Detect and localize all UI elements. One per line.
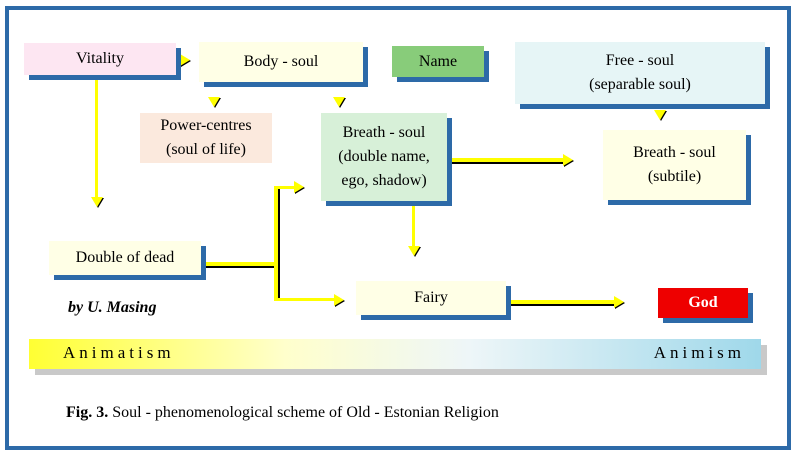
- breath-soul-box: Breath - soul (double name, ego, shadow): [321, 113, 447, 201]
- arrow-to-breath-branch: [294, 181, 304, 193]
- breath-subtile-line2: (subtile): [647, 168, 702, 185]
- god-box: God: [658, 288, 748, 318]
- connector-vitality-down: [95, 80, 98, 198]
- double-of-dead-box: Double of dead: [49, 241, 201, 275]
- caption-label: Fig. 3.: [66, 404, 109, 421]
- connector-branch-to-breath: [274, 186, 294, 189]
- vitality-label: Vitality: [76, 50, 124, 67]
- connector-branch-to-fairy: [274, 298, 334, 301]
- body-soul-box: Body - soul: [199, 42, 363, 82]
- name-label: Name: [418, 52, 458, 70]
- animatism-animism-scale: Animatism Animism: [29, 339, 761, 369]
- free-soul-line2: (separable soul): [589, 76, 691, 93]
- breath-soul-line2: (double name,: [338, 148, 430, 165]
- power-centres-line1: Power-centres: [160, 117, 252, 134]
- arrow-to-god: [614, 296, 624, 308]
- breath-subtile-box: Breath - soul (subtile): [603, 130, 746, 200]
- connector-double-right: [206, 266, 276, 268]
- power-centres-line2: (soul of life): [166, 141, 246, 158]
- author-credit: by U. Masing: [68, 299, 157, 316]
- name-box: Name: [392, 46, 484, 77]
- god-label: God: [688, 294, 718, 311]
- arrow-to-subtile: [563, 154, 573, 166]
- vitality-box: Vitality: [24, 43, 176, 75]
- connector-fairy-to-god-hl: [511, 300, 615, 304]
- arrow-to-fairy-branch: [334, 294, 344, 306]
- connector-fairy-to-god: [511, 304, 615, 306]
- scale-right-label: Animism: [653, 343, 745, 362]
- free-soul-line1: Free - soul: [605, 52, 675, 69]
- free-soul-box: Free - soul (separable soul): [515, 42, 765, 104]
- double-of-dead-label: Double of dead: [75, 249, 175, 266]
- breath-subtile-line1: Breath - soul: [633, 144, 716, 161]
- scale-left-label: Animatism: [63, 343, 175, 362]
- figure-caption: Fig. 3. Soul - phenomenological scheme o…: [66, 404, 499, 422]
- fairy-label: Fairy: [414, 289, 448, 306]
- connector-breath-to-fairy: [412, 206, 415, 246]
- breath-soul-line3: ego, shadow): [341, 172, 427, 189]
- breath-soul-line1: Breath - soul: [342, 124, 426, 141]
- caption-text: Soul - phenomenological scheme of Old - …: [108, 404, 499, 421]
- body-soul-label: Body - soul: [243, 53, 319, 70]
- arrow-free-to-subtile: [654, 110, 666, 120]
- connector-breath-to-subtile-hl: [452, 158, 564, 162]
- fairy-box: Fairy: [356, 281, 506, 315]
- arrow-to-breath-soul: [333, 97, 345, 107]
- connector-branch-vertical: [278, 188, 280, 300]
- arrow-to-fairy: [408, 246, 420, 256]
- connector-double-right-hl: [206, 262, 276, 266]
- power-centres-box: Power-centres (soul of life): [140, 113, 272, 163]
- connector-breath-to-subtile: [452, 162, 564, 164]
- arrow-to-power-centres: [208, 97, 220, 107]
- arrow-vitality-to-body: [180, 54, 190, 66]
- connector-branch-vertical-hl: [274, 188, 278, 300]
- arrow-to-double-of-dead: [91, 197, 103, 207]
